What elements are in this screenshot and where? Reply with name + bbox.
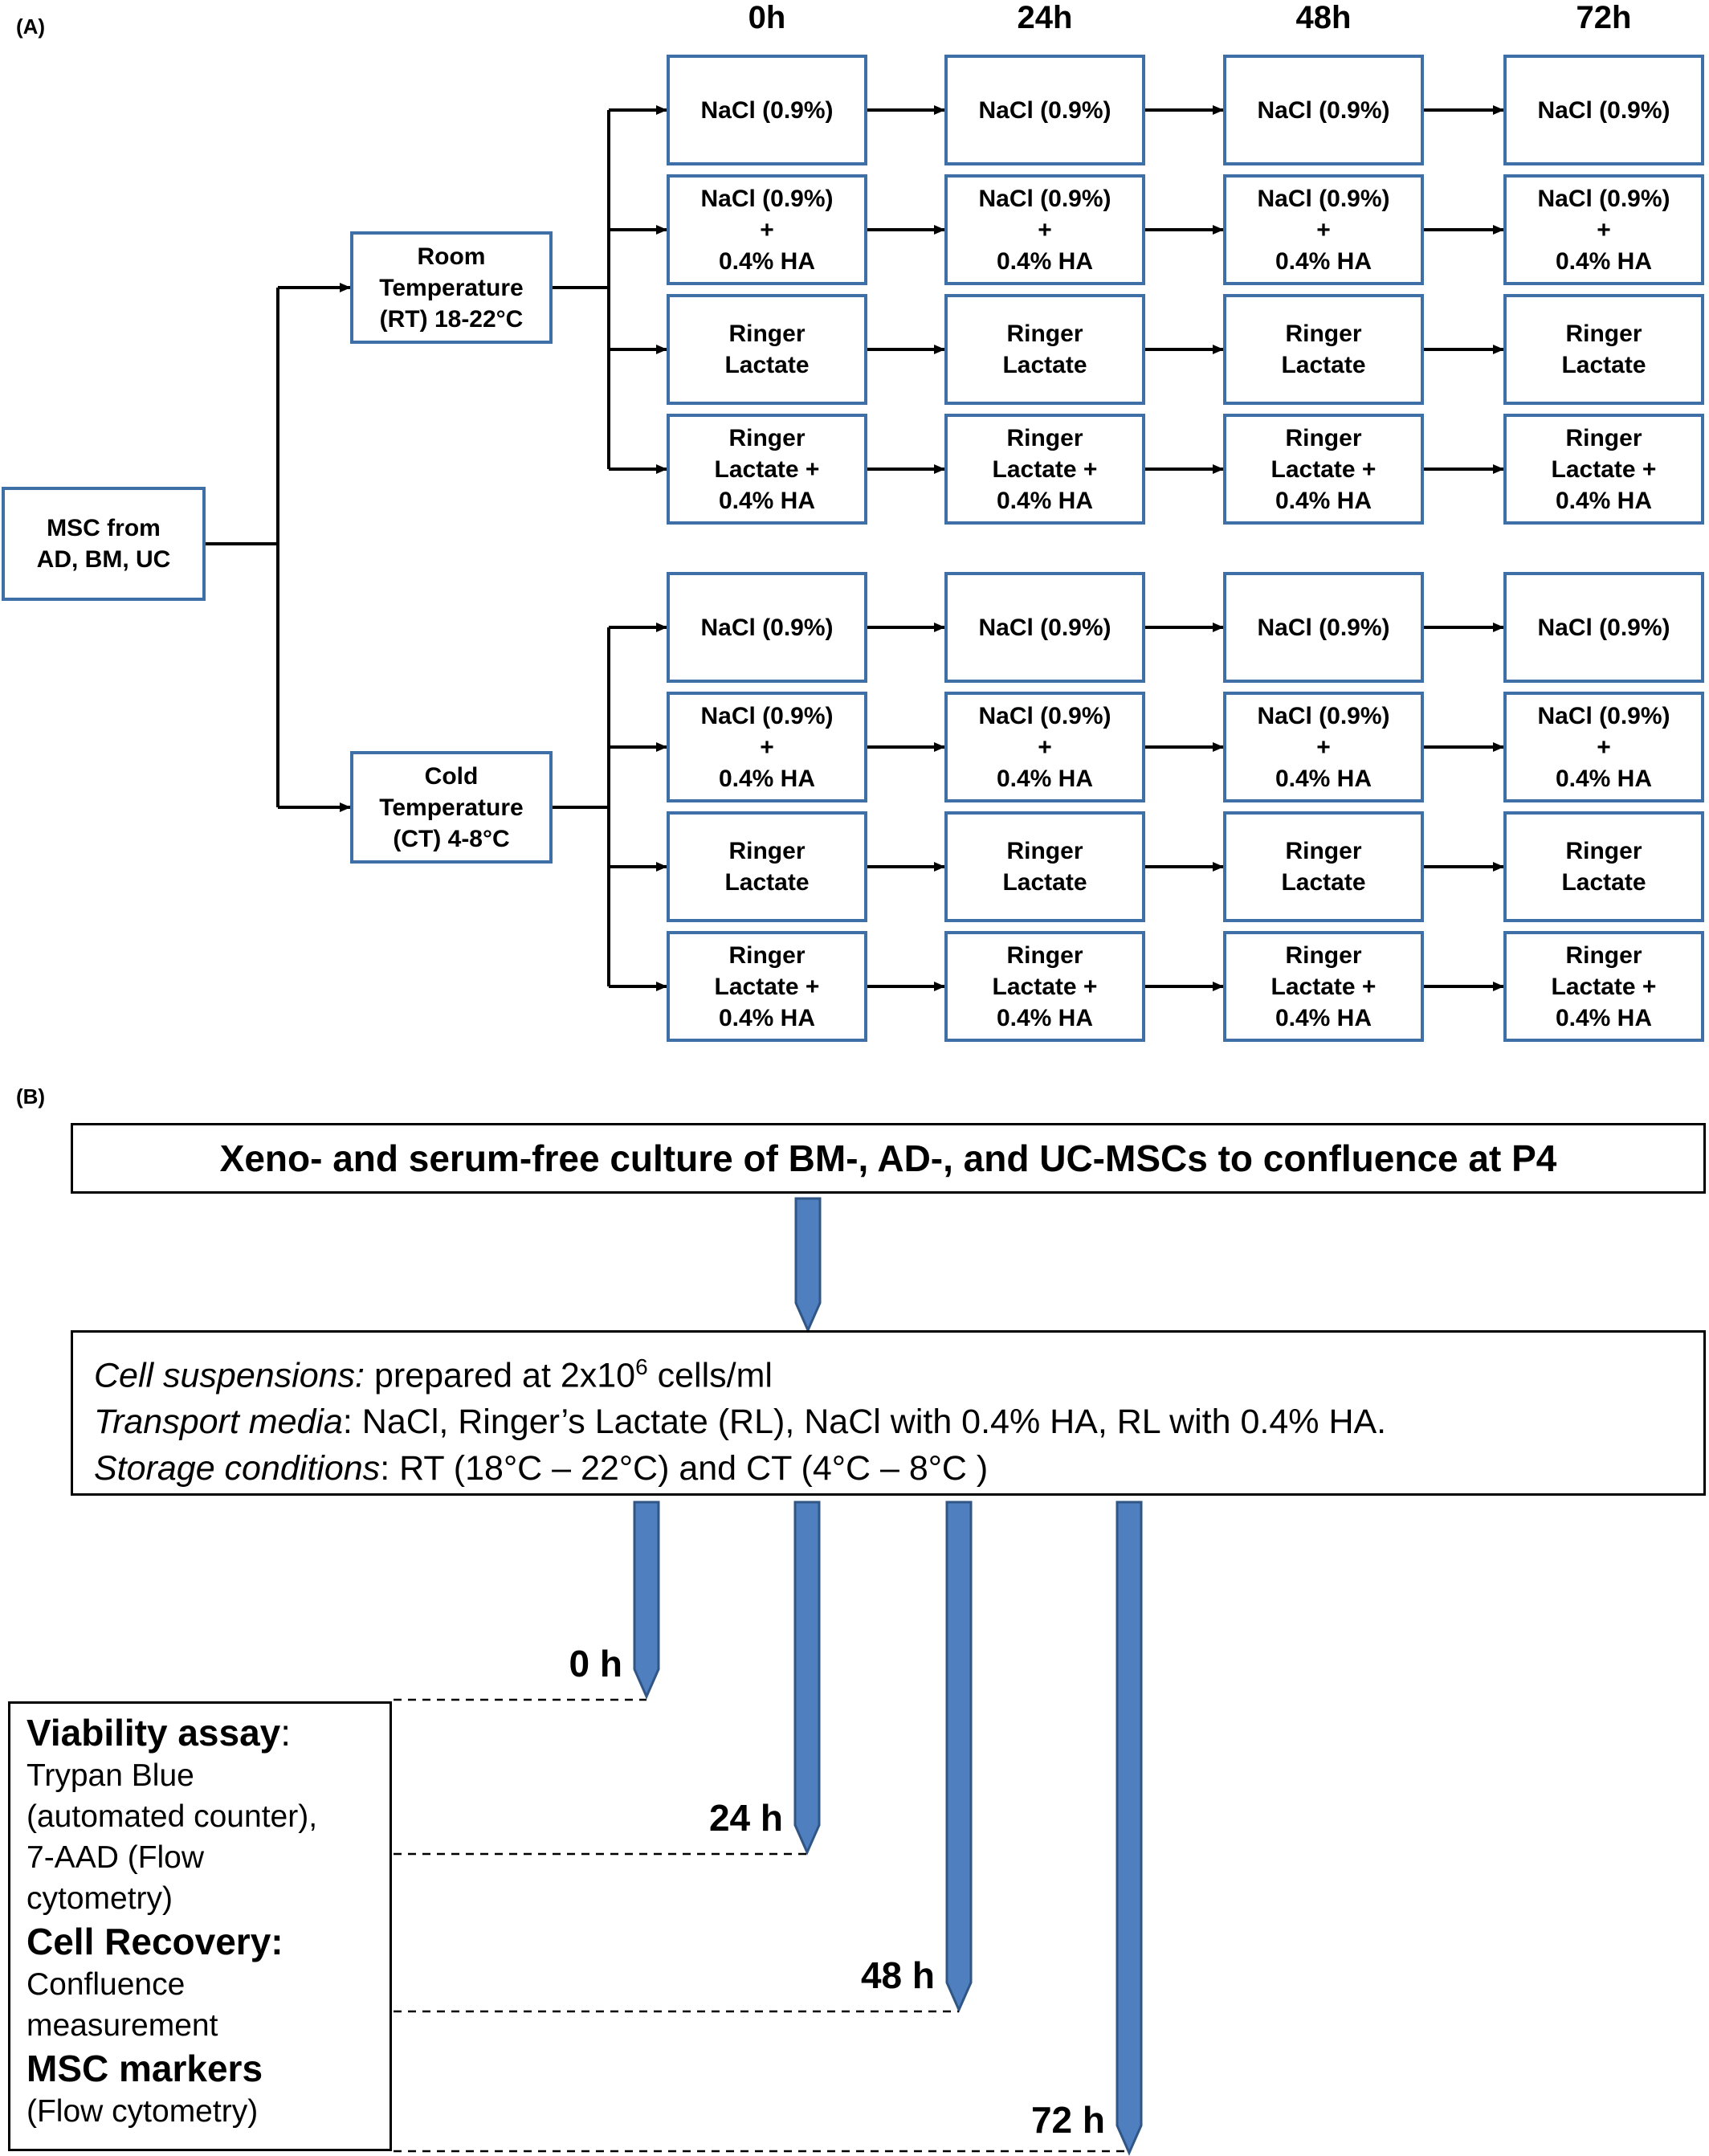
- culture-title-box: Xeno- and serum-free culture of BM-, AD-…: [71, 1123, 1706, 1194]
- medium-box: Ringer Lactate + 0.4% HA: [667, 931, 867, 1042]
- transport-media-label: Transport media: [94, 1403, 343, 1442]
- storage-conditions-text: : RT (18°C – 22°C) and CT (4°C – 8°C ): [380, 1449, 989, 1488]
- panel-a-label: (A): [16, 14, 46, 39]
- medium-box: Ringer Lactate: [944, 294, 1145, 405]
- viability-line: cytometry): [27, 1881, 173, 1916]
- medium-box: NaCl (0.9%): [667, 572, 867, 683]
- recovery-line: measurement: [27, 2008, 218, 2043]
- recovery-heading: Cell Recovery:: [27, 1921, 283, 1962]
- viability-heading: Viability assay:: [27, 1710, 390, 1755]
- cell-suspensions-exponent: 6: [635, 1354, 648, 1379]
- panel-b-label: (B): [16, 1084, 46, 1109]
- source-box: MSC from AD, BM, UC: [2, 487, 206, 601]
- timepoint-arrow: [633, 1501, 660, 1700]
- down-arrow: [794, 1197, 822, 1333]
- storage-conditions-label: Storage conditions: [94, 1449, 381, 1488]
- cell-suspensions-unit: cells/ml: [647, 1356, 773, 1395]
- medium-box: Ringer Lactate + 0.4% HA: [944, 414, 1145, 525]
- viability-colon: :: [280, 1712, 292, 1754]
- recovery-line: Confluence: [27, 1967, 186, 2002]
- column-header: 48h: [1295, 0, 1352, 35]
- markers-heading: MSC markers: [27, 2048, 263, 2089]
- medium-box: Ringer Lactate + 0.4% HA: [1503, 931, 1704, 1042]
- culture-title: Xeno- and serum-free culture of BM-, AD-…: [219, 1137, 1557, 1179]
- medium-box: NaCl (0.9%) + 0.4% HA: [944, 174, 1145, 285]
- medium-box: Ringer Lactate + 0.4% HA: [1503, 414, 1704, 525]
- medium-box: NaCl (0.9%): [944, 55, 1145, 165]
- column-header: 72h: [1576, 0, 1632, 35]
- medium-box: NaCl (0.9%) + 0.4% HA: [667, 174, 867, 285]
- medium-box: NaCl (0.9%): [1223, 55, 1424, 165]
- medium-box: NaCl (0.9%) + 0.4% HA: [1223, 692, 1424, 802]
- medium-box: NaCl (0.9%) + 0.4% HA: [1503, 692, 1704, 802]
- viability-line: Trypan Blue: [27, 1758, 194, 1793]
- medium-box: Ringer Lactate: [1223, 811, 1424, 922]
- medium-box: Ringer Lactate + 0.4% HA: [1223, 414, 1424, 525]
- medium-box: NaCl (0.9%) + 0.4% HA: [667, 692, 867, 802]
- medium-box: Ringer Lactate: [1223, 294, 1424, 405]
- medium-box: Ringer Lactate + 0.4% HA: [667, 414, 867, 525]
- cell-suspensions-line: Cell suspensions: prepared at 2x106 cell…: [94, 1344, 1703, 1399]
- medium-box: NaCl (0.9%): [1503, 572, 1704, 683]
- timepoint-arrow: [793, 1501, 821, 1856]
- room-temperature-box: Room Temperature (RT) 18-22°C: [350, 231, 553, 344]
- medium-box: NaCl (0.9%): [667, 55, 867, 165]
- medium-box: Ringer Lactate: [667, 294, 867, 405]
- timepoint-arrow: [1116, 1501, 1143, 2156]
- timepoint-label: 24 h: [708, 1797, 783, 1839]
- timepoint-label: 48 h: [860, 1954, 935, 1996]
- connector-lines: [206, 105, 1504, 991]
- markers-line: (Flow cytometry): [27, 2094, 259, 2129]
- transport-media-text: : NaCl, Ringer’s Lactate (RL), NaCl with…: [342, 1403, 1387, 1442]
- cell-suspensions-label: Cell suspensions:: [94, 1356, 365, 1395]
- assay-box: Viability assay: Trypan Blue (automated …: [8, 1701, 392, 2151]
- medium-box: Ringer Lactate: [1503, 811, 1704, 922]
- viability-line: 7-AAD (Flow: [27, 1840, 205, 1875]
- timepoint-arrow: [945, 1501, 973, 2013]
- medium-box: NaCl (0.9%): [1223, 572, 1424, 683]
- medium-box: NaCl (0.9%): [944, 572, 1145, 683]
- medium-box: Ringer Lactate + 0.4% HA: [944, 931, 1145, 1042]
- medium-box: Ringer Lactate: [944, 811, 1145, 922]
- timepoint-label: 72 h: [1030, 2099, 1105, 2141]
- medium-box: NaCl (0.9%) + 0.4% HA: [1503, 174, 1704, 285]
- medium-box: NaCl (0.9%): [1503, 55, 1704, 165]
- timeline-arrows: [394, 1197, 1143, 2156]
- medium-box: Ringer Lactate: [1503, 294, 1704, 405]
- storage-conditions-line: Storage conditions: RT (18°C – 22°C) and…: [94, 1445, 1703, 1492]
- timepoint-label: 0 h: [569, 1643, 622, 1684]
- conditions-box: Cell suspensions: prepared at 2x106 cell…: [71, 1330, 1706, 1496]
- transport-media-line: Transport media: NaCl, Ringer’s Lactate …: [94, 1399, 1703, 1445]
- viability-line: (automated counter),: [27, 1799, 318, 1834]
- medium-box: Ringer Lactate + 0.4% HA: [1223, 931, 1424, 1042]
- medium-box: NaCl (0.9%) + 0.4% HA: [944, 692, 1145, 802]
- cold-temperature-box: Cold Temperature (CT) 4-8°C: [350, 751, 553, 864]
- column-header: 24h: [1017, 0, 1073, 35]
- viability-heading-text: Viability assay: [27, 1712, 281, 1754]
- medium-box: Ringer Lactate: [667, 811, 867, 922]
- medium-box: NaCl (0.9%) + 0.4% HA: [1223, 174, 1424, 285]
- column-header: 0h: [748, 0, 786, 35]
- cell-suspensions-text: prepared at 2x10: [365, 1356, 636, 1395]
